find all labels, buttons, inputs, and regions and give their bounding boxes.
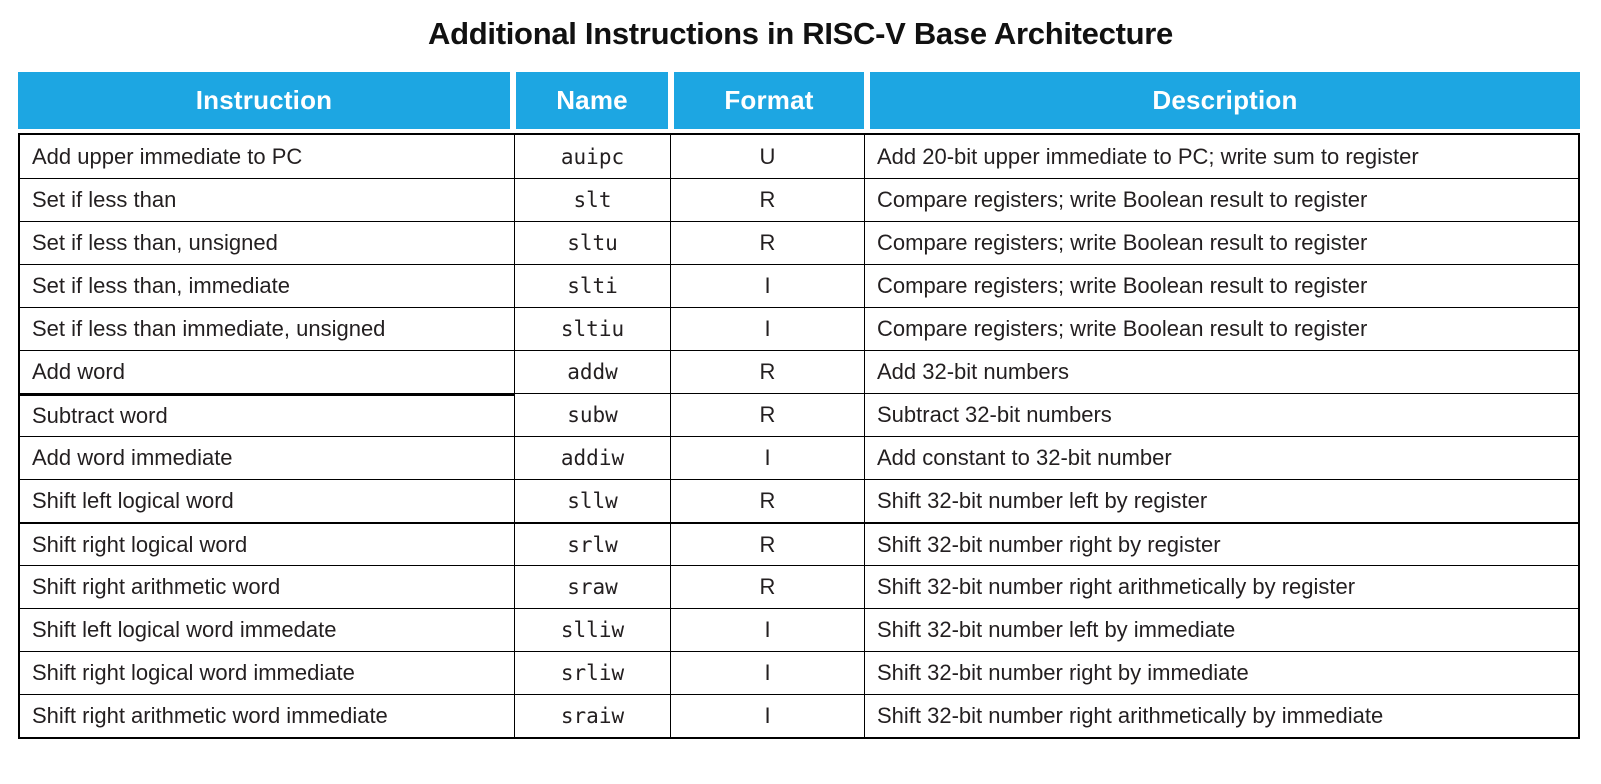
description-cell: Shift 32-bit number right by register: [864, 522, 1578, 565]
name-cell: slti: [514, 264, 670, 307]
name-cell: subw: [514, 393, 670, 436]
format-cell: R: [670, 522, 864, 565]
instruction-cell: Set if less than, immediate: [20, 264, 514, 307]
name-cell: sltu: [514, 221, 670, 264]
description-cell: Shift 32-bit number right arithmetically…: [864, 565, 1578, 608]
instruction-cell: Shift right logical word: [20, 522, 514, 565]
instruction-cell: Shift right logical word immediate: [20, 651, 514, 694]
instruction-cell: Add upper immediate to PC: [32, 143, 303, 169]
format-cell: R: [670, 350, 864, 393]
format-cell: R: [670, 565, 864, 608]
format-cell: I: [670, 651, 864, 694]
header-format: Format: [674, 72, 864, 129]
format-cell: R: [670, 221, 864, 264]
description-cell: Compare registers; write Boolean result …: [864, 307, 1578, 350]
description-cell: Add 20-bit upper immediate to PC; write …: [864, 135, 1578, 178]
instruction-cell: Set if less than immediate, unsigned: [20, 307, 514, 350]
format-cell: I: [670, 608, 864, 651]
name-cell: slliw: [514, 608, 670, 651]
format-cell: I: [670, 307, 864, 350]
header-description: Description: [870, 72, 1580, 129]
table-row: Set if less than, immediate slti I Compa…: [20, 264, 1578, 307]
table-row: Set if less than immediate, unsigned slt…: [20, 307, 1578, 350]
name-cell: srliw: [514, 651, 670, 694]
name-cell: sllw: [514, 479, 670, 522]
table-row: Shift right arithmetic word sraw R Shift…: [20, 565, 1578, 608]
format-cell: U: [670, 135, 864, 178]
name-cell: srlw: [514, 522, 670, 565]
table-row: Add upper immediate to PC auipc U Add 20…: [20, 135, 1578, 178]
instruction-cell: Set if less than, unsigned: [20, 221, 514, 264]
table-row: Shift left logical word immedate slliw I…: [20, 608, 1578, 651]
description-cell: Shift 32-bit number left by register: [864, 479, 1578, 522]
instruction-cell: Shift right arithmetic word: [20, 565, 514, 608]
page-title: Additional Instructions in RISC-V Base A…: [428, 16, 1173, 51]
instruction-cell: Add word immediate: [20, 436, 514, 479]
description-cell: Add constant to 32-bit number: [864, 436, 1578, 479]
format-cell: R: [670, 393, 864, 436]
instruction-cell: Shift right arithmetic word immediate: [20, 694, 514, 737]
description-cell: Shift 32-bit number right by immediate: [864, 651, 1578, 694]
header-name: Name: [516, 72, 668, 129]
description-cell: Shift 32-bit number right arithmetically…: [864, 694, 1578, 737]
table-row: Shift right arithmetic word immediate sr…: [20, 694, 1578, 737]
name-cell: sltiu: [514, 307, 670, 350]
description-cell: Add 32-bit numbers: [864, 350, 1578, 393]
header-instruction: Instruction: [18, 72, 510, 129]
format-cell: I: [670, 264, 864, 307]
table-row: Shift left logical word sllw R Shift 32-…: [20, 479, 1578, 522]
instruction-cell: Add word: [20, 350, 514, 393]
format-cell: R: [670, 479, 864, 522]
format-cell: I: [670, 436, 864, 479]
name-cell: addw: [514, 350, 670, 393]
description-cell: Compare registers; write Boolean result …: [864, 221, 1578, 264]
table-row: Add word addw R Add 32-bit numbers: [20, 350, 1578, 393]
table-row: Shift right logical word immediate srliw…: [20, 651, 1578, 694]
description-cell: Compare registers; write Boolean result …: [864, 178, 1578, 221]
name-cell: sraiw: [514, 694, 670, 737]
instruction-cell: Shift left logical word: [20, 479, 514, 522]
table-row: Set if less than, unsigned sltu R Compar…: [20, 221, 1578, 264]
table-row: Subtract word subw R Subtract 32-bit num…: [20, 393, 1578, 436]
table-body: Add upper immediate to PC auipc U Add 20…: [18, 133, 1580, 739]
table-row: Add word immediate addiw I Add constant …: [20, 436, 1578, 479]
table-row: Set if less than slt R Compare registers…: [20, 178, 1578, 221]
description-cell: Subtract 32-bit numbers: [864, 393, 1578, 436]
table-row: Shift right logical word srlw R Shift 32…: [20, 522, 1578, 565]
description-cell: Compare registers; write Boolean result …: [864, 264, 1578, 307]
format-cell: I: [670, 694, 864, 737]
name-cell: addiw: [514, 436, 670, 479]
instruction-table: Instruction Name Format Description Add …: [18, 72, 1580, 739]
name-cell: sraw: [514, 565, 670, 608]
name-cell: slt: [514, 178, 670, 221]
description-cell: Shift 32-bit number left by immediate: [864, 608, 1578, 651]
table-header-row: Instruction Name Format Description: [18, 72, 1580, 129]
format-cell: R: [670, 178, 864, 221]
instruction-cell: Subtract word: [20, 393, 514, 436]
name-cell: auipc: [514, 135, 670, 178]
instruction-cell: Set if less than: [20, 178, 514, 221]
instruction-cell: Shift left logical word immedate: [20, 608, 514, 651]
